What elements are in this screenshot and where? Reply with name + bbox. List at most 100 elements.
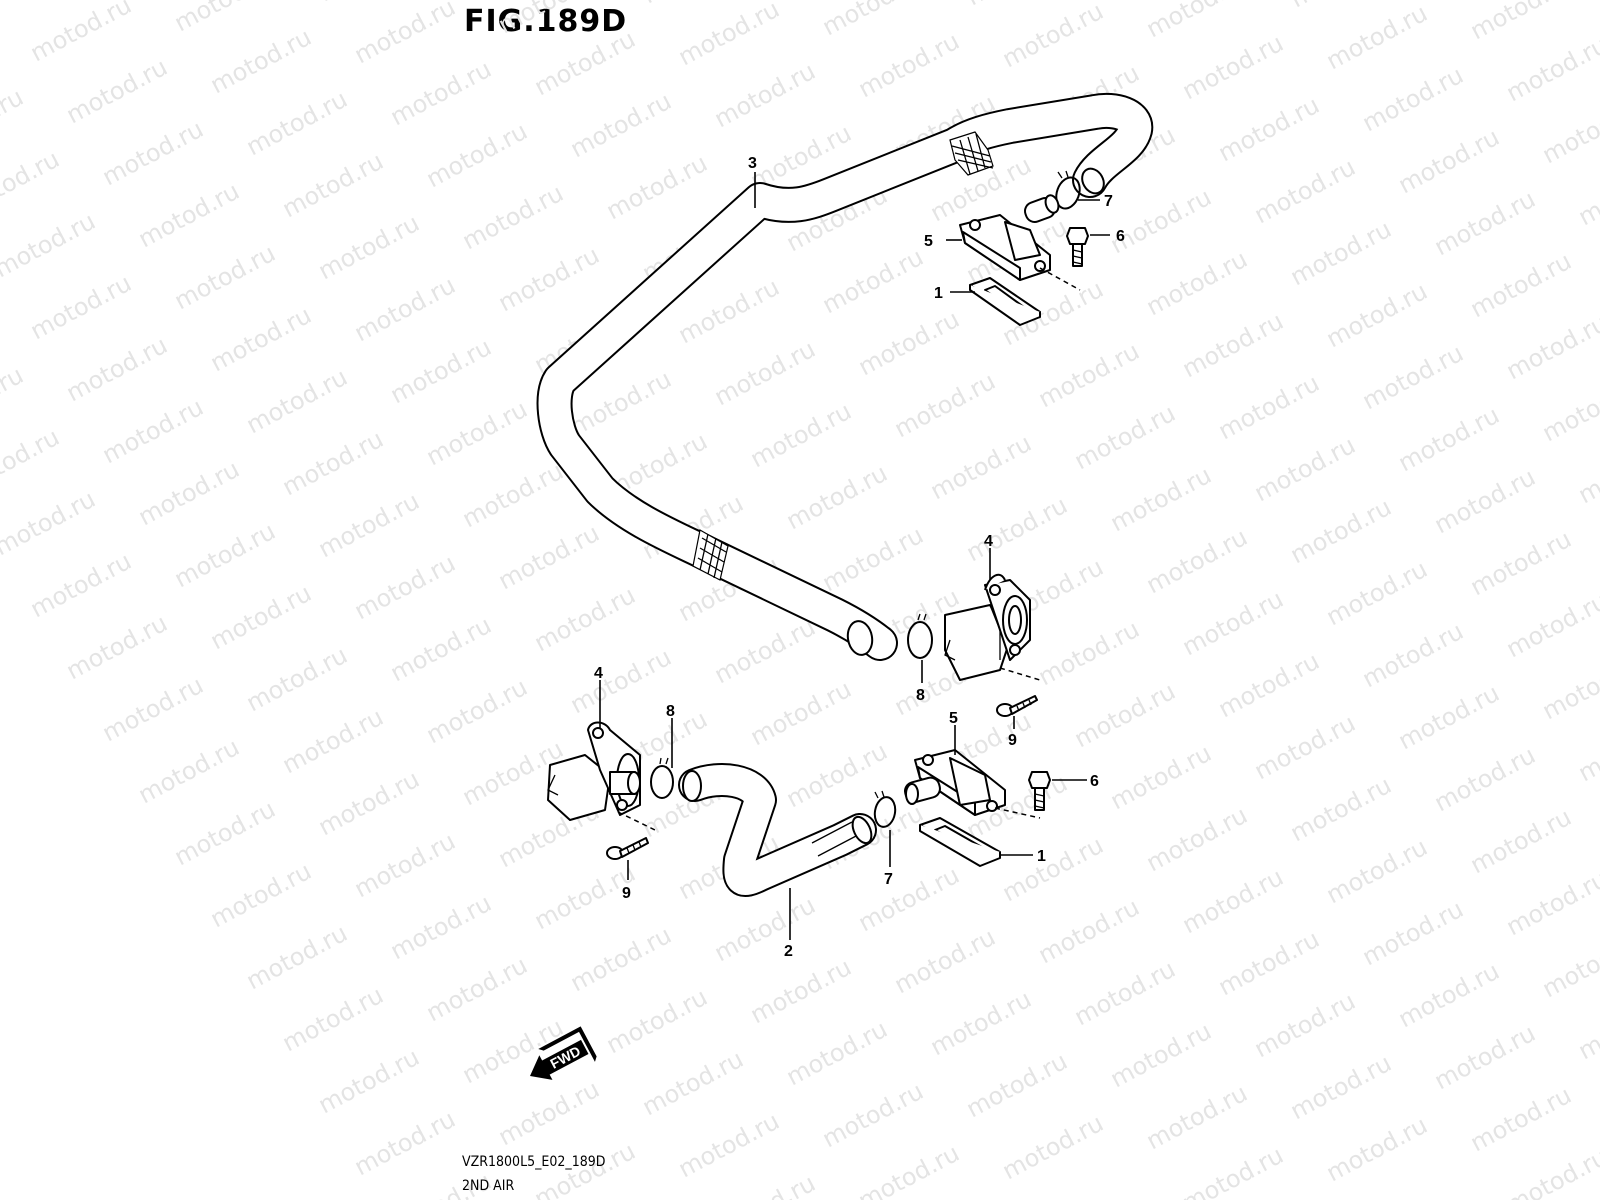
reed-valve-5-bottom[interactable] [903, 749, 1006, 816]
watermark-text: motod.ru [170, 795, 280, 871]
gasket-1-top[interactable] [969, 277, 1041, 326]
watermark-text: motod.ru [818, 243, 928, 319]
bolt-6-top[interactable] [1066, 227, 1089, 267]
callout-6-bottom: 6 [1090, 773, 1099, 790]
leader-lines [599, 172, 1110, 940]
hose-2[interactable] [678, 763, 877, 897]
watermark-text: motod.ru [890, 923, 1000, 999]
watermark-text: motod.ru [98, 671, 208, 747]
watermark-text: motod.ru [422, 395, 532, 471]
watermark-text: motod.ru [1358, 895, 1468, 971]
watermark-text: motod.ru [170, 239, 280, 315]
watermark-text: motod.ru [170, 517, 280, 593]
watermark-text: motod.ru [710, 613, 820, 689]
watermark-text: motod.ru [422, 117, 532, 193]
watermark-text: motod.ru [1286, 1049, 1396, 1125]
watermark-text: motod.ru [350, 0, 460, 69]
watermark-text: motod.ru [1178, 585, 1288, 661]
watermark-text: motod.ru [1538, 649, 1600, 725]
watermark-text: motod.ru [242, 85, 352, 161]
watermark-text: motod.ru [1106, 1017, 1216, 1093]
callout-4-right: 4 [984, 533, 993, 550]
screw-9-left[interactable] [606, 837, 649, 860]
model-code: VZR1800L5_E02_189D [462, 1154, 606, 1170]
clamp-8-left[interactable] [650, 757, 674, 799]
callout-7-top: 7 [1104, 193, 1113, 210]
watermark-text: motod.ru [62, 331, 172, 407]
clamp-7-bottom[interactable] [873, 790, 898, 829]
watermark-text: motod.ru [1502, 587, 1600, 663]
watermark-text: motod.ru [0, 145, 64, 221]
watermark-text: motod.ru [1538, 93, 1600, 169]
watermark-text: motod.ru [1322, 1111, 1432, 1187]
watermark-text: motod.ru [1430, 741, 1540, 817]
watermark-text: motod.ru [1574, 711, 1600, 787]
watermark-text: motod.ru [1430, 1019, 1540, 1095]
watermark-text: motod.ru [566, 921, 676, 997]
valve-4-right[interactable] [944, 573, 1031, 681]
callout-1-bottom: 1 [1037, 848, 1046, 865]
callout-3: 3 [748, 155, 757, 172]
watermark-text: motod.ru [1466, 1081, 1576, 1157]
watermark-text: motod.ru [494, 519, 604, 595]
watermark-text: motod.ru [746, 397, 856, 473]
watermark-text: motod.ru [62, 53, 172, 129]
reed-valve-5-top[interactable] [959, 193, 1061, 281]
callout-9-left: 9 [622, 885, 631, 902]
watermark-text: motod.ru [1322, 0, 1432, 75]
callout-6-top: 6 [1116, 228, 1125, 245]
watermark-text: motod.ru [1538, 371, 1600, 447]
watermark-text: motod.ru [1574, 155, 1600, 231]
hose-3-mesh-upper [949, 131, 994, 176]
watermark-text: motod.ru [386, 889, 496, 965]
watermark-text: motod.ru [0, 207, 100, 283]
watermark-text: motod.ru [278, 981, 388, 1057]
watermark-text: motod.ru [350, 271, 460, 347]
watermark-text: motod.ru [206, 579, 316, 655]
watermark-text: motod.ru [1574, 433, 1600, 509]
clamp-7-top[interactable] [1052, 170, 1084, 212]
fwd-label: FWD [547, 1043, 583, 1072]
watermark-text: motod.ru [962, 1047, 1072, 1123]
watermark-text: motod.ru [1286, 771, 1396, 847]
watermark-text: motod.ru [602, 149, 712, 225]
gasket-1-bottom[interactable] [919, 817, 1001, 867]
watermark-text: motod.ru [314, 487, 424, 563]
watermark-text: motod.ru [0, 0, 100, 5]
watermark-text: motod.ru [98, 115, 208, 191]
figure-title: FIG.189D [464, 4, 628, 39]
watermark-text: motod.ru [1502, 309, 1600, 385]
watermark-text: motod.ru [710, 891, 820, 967]
watermark-text: motod.ru [278, 703, 388, 779]
watermark-text: motod.ru [242, 641, 352, 717]
watermark-text: motod.ru [566, 87, 676, 163]
watermark-text: motod.ru [314, 1043, 424, 1119]
watermark-text: motod.ru [386, 611, 496, 687]
valve-4-left[interactable] [547, 721, 641, 821]
watermark-text: motod.ru [1322, 833, 1432, 909]
watermark-text: motod.ru [458, 1013, 568, 1089]
watermark-text: motod.ru [1502, 865, 1600, 941]
callout-8-left: 8 [666, 703, 675, 720]
watermark-text: motod.ru [1538, 927, 1600, 1003]
watermark-text: motod.ru [962, 491, 1072, 567]
watermark-text: motod.ru [278, 147, 388, 223]
watermark-text: motod.ru [1142, 245, 1252, 321]
watermark-text: motod.ru [1178, 863, 1288, 939]
bolt-6-bottom[interactable] [1028, 771, 1051, 811]
watermark-text: motod.ru [674, 1107, 784, 1183]
watermark-text: motod.ru [602, 983, 712, 1059]
screw-9-right[interactable] [996, 695, 1038, 717]
clamp-8-right[interactable] [907, 613, 933, 659]
callout-8-right: 8 [916, 687, 925, 704]
watermark-text: motod.ru [1286, 0, 1396, 13]
watermark-text: motod.ru [998, 831, 1108, 907]
hose-3[interactable] [536, 93, 1154, 661]
watermark-text: motod.ru [1394, 123, 1504, 199]
watermark-text: motod.ru [1250, 709, 1360, 785]
watermark-text: motod.ru [566, 643, 676, 719]
watermark-text: motod.ru [1214, 369, 1324, 445]
callouts: 3 7 5 6 1 4 8 9 4 8 5 6 7 1 9 2 [594, 155, 1125, 960]
watermark-text: motod.ru [26, 269, 136, 345]
watermark-text: motod.ru [206, 301, 316, 377]
